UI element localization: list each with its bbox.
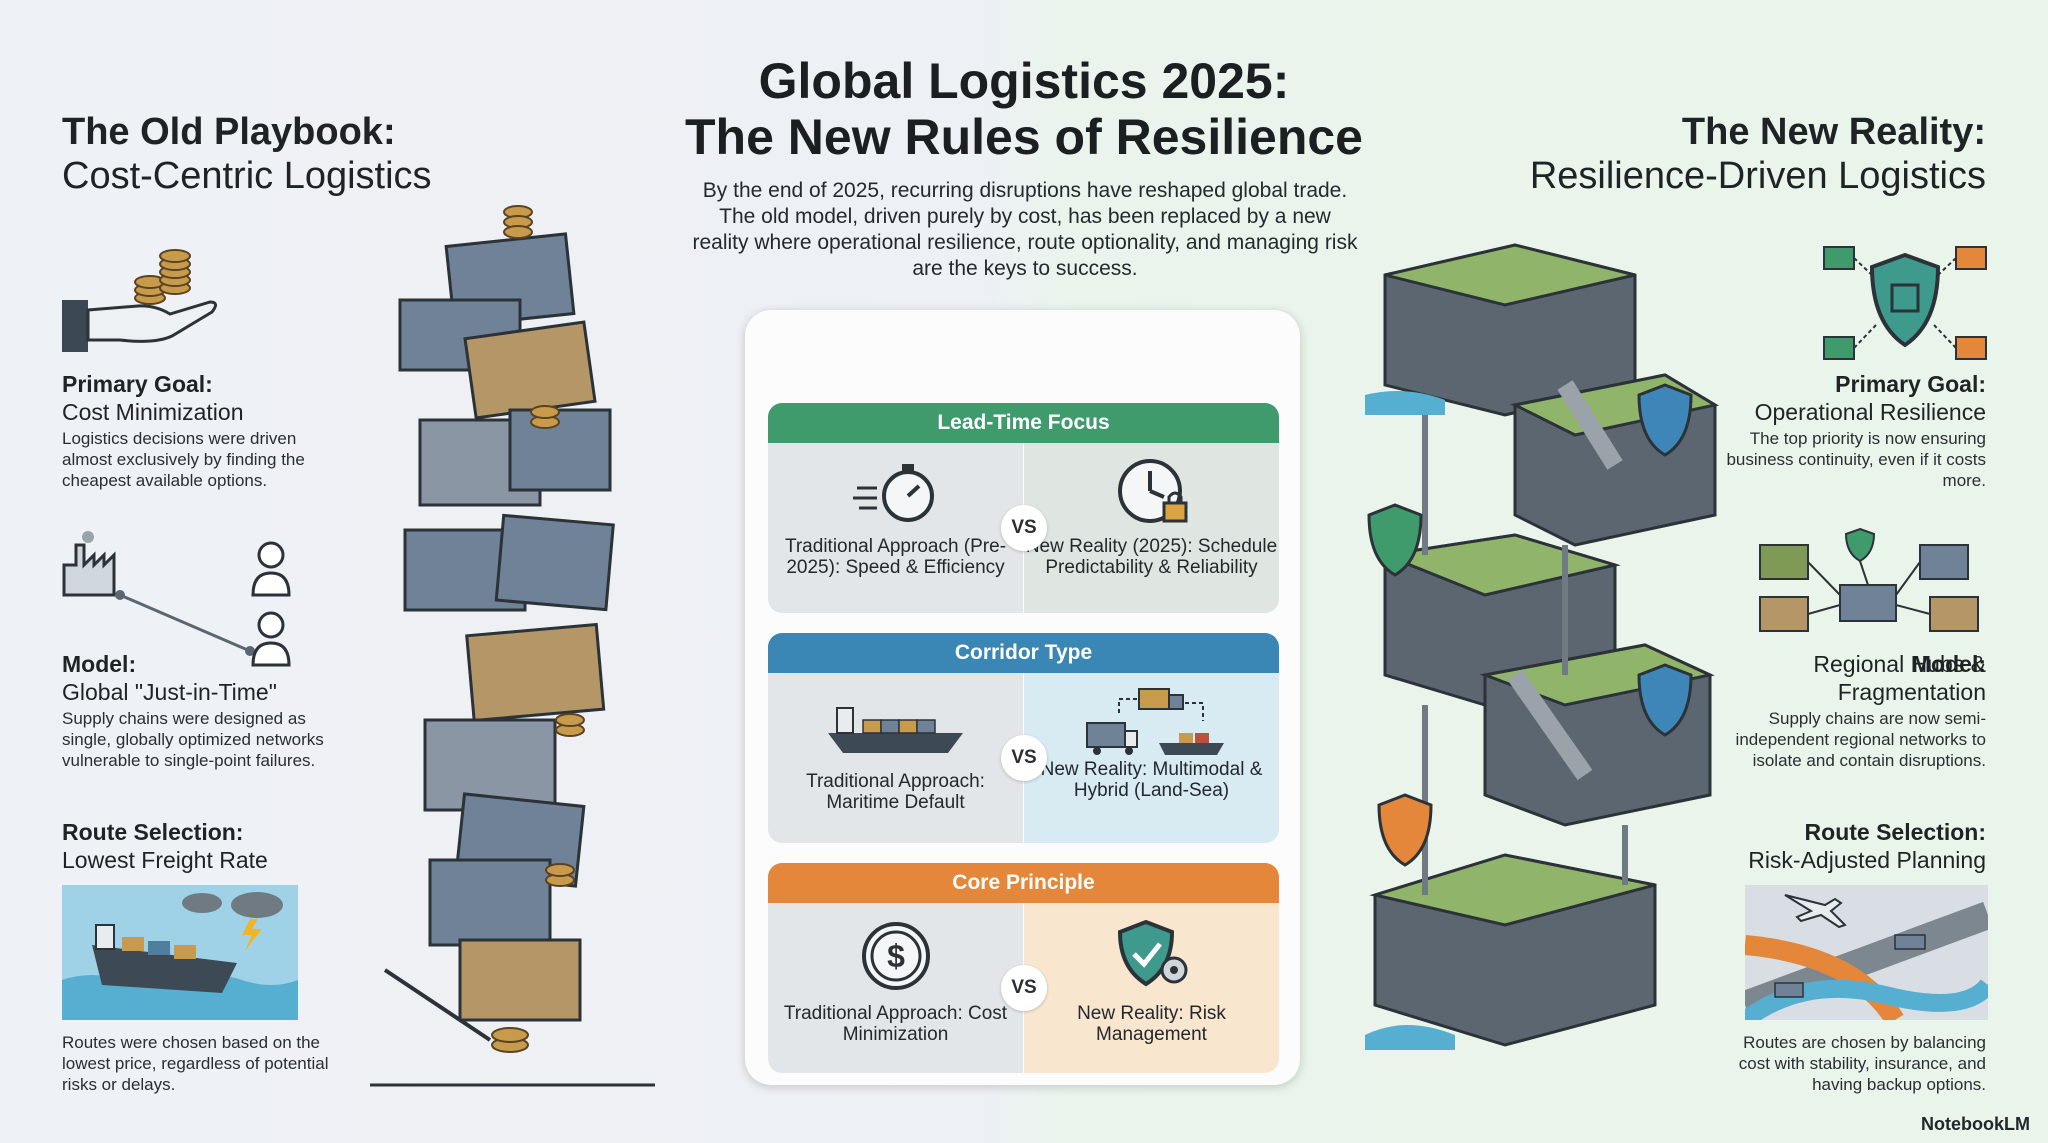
factory-consumer-icon	[62, 531, 291, 667]
comparison-left: Traditional Approach (Pre-2025): Speed &…	[768, 443, 1023, 613]
comparison-lead-time: Lead-Time Focus Traditional Approach (Pr…	[768, 403, 1279, 613]
notebooklm-brand: NotebookLM	[1921, 1114, 2030, 1134]
comparison-right: New Reality: Multimodal & Hybrid (Land-S…	[1024, 673, 1279, 843]
old-goal-value: Cost Minimization	[62, 399, 244, 425]
page-title: Global Logistics 2025:	[758, 53, 1290, 109]
dollar-coin-icon: $	[862, 922, 930, 990]
clock-lock-icon	[1118, 459, 1188, 523]
old-route-value: Lowest Freight Rate	[62, 847, 268, 873]
comparison-right-caption: New Reality: Risk Management	[1077, 1003, 1226, 1045]
new-model-heading: Model:	[1912, 650, 1986, 678]
intro-text: By the end of 2025, recurring disruption…	[692, 179, 1358, 280]
comparison-right-caption: New Reality: Multimodal & Hybrid (Land-S…	[1040, 759, 1263, 801]
new-model-value-bound: Regional Hubs & Fragmentation	[1813, 651, 1986, 705]
old-subtitle: Cost-Centric Logistics	[62, 155, 432, 197]
vs-badge: VS	[1001, 965, 1047, 1011]
old-goal-desc: Logistics decisions were driven almost e…	[62, 429, 305, 490]
old-model-value: Global "Just-in-Time"	[62, 679, 277, 705]
stopwatch-icon	[853, 464, 934, 522]
page-subtitle: The New Rules of Resilience	[685, 109, 1363, 165]
new-route-desc: Routes are chosen by balancing cost with…	[1738, 1033, 1986, 1094]
svg-text:$: $	[887, 938, 905, 974]
comparison-header: Core Principle	[768, 863, 1279, 903]
new-model-desc: Supply chains are now semi-independent r…	[1735, 709, 1986, 770]
vs-badge: VS	[1001, 505, 1047, 551]
comparison-header: Corridor Type	[768, 633, 1279, 673]
shield-network-icon	[1823, 246, 1987, 360]
new-model-value: Model: Regional Hubs & Fragmentation	[1686, 650, 1986, 706]
route-planning-illustration	[1745, 885, 1988, 1020]
cargo-ship-icon	[828, 707, 963, 753]
comparison-left: $ Traditional Approach: Cost Minimizatio…	[768, 903, 1023, 1073]
old-model-desc: Supply chains were designed as single, g…	[62, 709, 324, 770]
regional-hubs-icon	[1759, 527, 1979, 632]
new-model-label: Model:	[1911, 651, 1986, 677]
new-goal-value: Operational Resilience	[1754, 399, 1986, 425]
vs-badge: VS	[1001, 735, 1047, 781]
comparison-core-principle: Core Principle $ Traditional Approach: C…	[768, 863, 1279, 1073]
ship-storm-illustration	[62, 885, 298, 1020]
shield-gear-icon	[1117, 919, 1188, 987]
comparison-right-caption: New Reality (2025): Schedule Predictabil…	[1025, 536, 1278, 578]
new-subtitle: Resilience-Driven Logistics	[1529, 155, 1986, 197]
container-tower-illustration	[370, 205, 655, 1087]
old-goal-heading: Primary Goal:	[62, 371, 213, 397]
old-model-heading: Model:	[62, 651, 137, 677]
comparison-panel: Lead-Time Focus Traditional Approach (Pr…	[745, 310, 1300, 1085]
comparison-left-caption: Traditional Approach (Pre-2025): Speed &…	[784, 536, 1007, 578]
new-goal-heading: Primary Goal:	[1835, 371, 1986, 397]
comparison-right: New Reality: Risk Management	[1024, 903, 1279, 1073]
new-goal-desc: The top priority is now ensuring busines…	[1726, 429, 1986, 490]
comparison-left-caption: Traditional Approach: Cost Minimization	[783, 1003, 1008, 1045]
old-route-desc: Routes were chosen based on the lowest p…	[62, 1033, 329, 1094]
comparison-left-caption: Traditional Approach: Maritime Default	[806, 771, 985, 813]
new-title: The New Reality:	[1681, 111, 1986, 153]
new-route-value: Risk-Adjusted Planning	[1748, 847, 1986, 873]
old-title: The Old Playbook:	[62, 111, 396, 153]
comparison-right: New Reality (2025): Schedule Predictabil…	[1024, 443, 1279, 613]
multimodal-transport-icon	[1086, 688, 1224, 755]
comparison-header: Lead-Time Focus	[768, 403, 1279, 443]
comparison-corridor-type: Corridor Type Traditional Approach: Mari…	[768, 633, 1279, 843]
fortress-network-illustration	[1365, 243, 1720, 1050]
new-model-value-text: Model: Regional Hubs & Fragmentation	[1686, 650, 1986, 706]
comparison-left: Traditional Approach: Maritime Default	[768, 673, 1023, 843]
old-route-heading: Route Selection:	[62, 819, 244, 845]
hand-coins-icon	[62, 249, 217, 352]
new-route-heading: Route Selection:	[1804, 819, 1986, 845]
